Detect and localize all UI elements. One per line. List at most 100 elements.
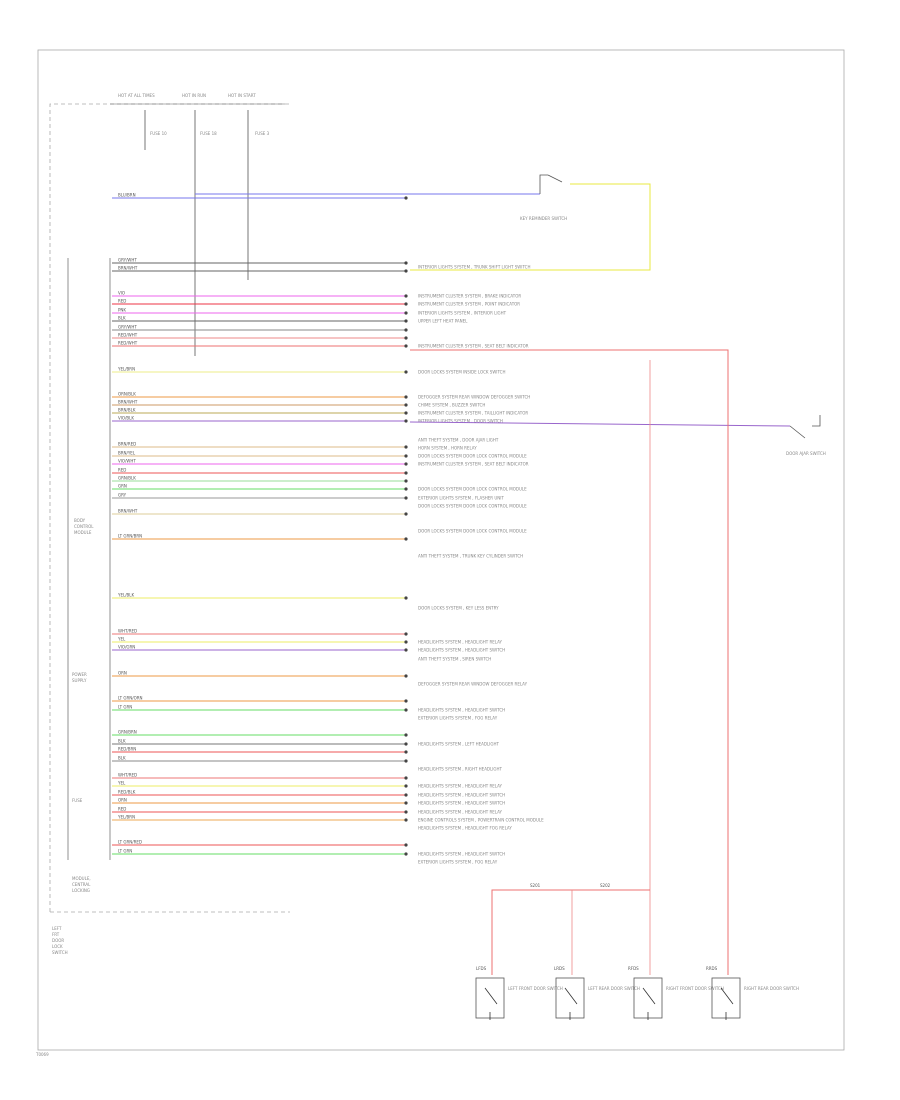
wire-end-24 <box>404 596 408 600</box>
door-ajar-wire <box>409 421 791 427</box>
wire-pin-39: RED <box>118 807 126 812</box>
door-switch-rr-tag: RRDS <box>706 966 718 971</box>
wire-end-30 <box>404 708 408 712</box>
door-ajar-switch-label: DOOR AJAR SWITCH <box>786 451 826 456</box>
wire-end-8 <box>404 336 408 340</box>
left-module-note-2: FRT <box>52 932 60 937</box>
door-switch-lr-tag: LRDS <box>554 966 565 971</box>
wire-pin-34: BLK <box>118 756 126 761</box>
door-switch-lr-icon <box>564 987 578 1020</box>
destination-28: HEADLIGHTS SYSTEM , RIGHT HEADLIGHT <box>418 767 503 772</box>
wire-pin-31: GRN/BRN <box>118 730 137 735</box>
wire-pin-21: GRY <box>118 493 127 498</box>
destination-19: ANTI THEFT SYSTEM , TRUNK KEY CYLINDER S… <box>418 554 523 559</box>
door-switch-lf-tag: LFDS <box>476 966 487 971</box>
door-switch-lr: LRDS LEFT REAR DOOR SWITCH <box>554 966 640 1020</box>
module-dashed-boundary <box>49 103 290 913</box>
wire-end-37 <box>404 793 408 797</box>
wire-pin-12: BRN/WHT <box>118 400 138 405</box>
left-module-note-3: DOOR <box>52 938 64 943</box>
wire-pin-25: WHT/RED <box>118 629 137 634</box>
door-switch-rf-tag: RFDS <box>628 966 639 971</box>
destination-21: HEADLIGHTS SYSTEM , HEADLIGHT RELAY <box>418 640 503 645</box>
wire-end-0 <box>404 196 408 200</box>
wire-pin-3: VIO <box>118 291 125 296</box>
body-module-label-3: MODULE <box>74 530 92 535</box>
wire-pin-23: LT GRN/BRN <box>118 534 142 539</box>
destination-1: INSTRUMENT CLUSTER SYSTEM , BRAKE INDICA… <box>418 294 521 299</box>
destination-30: HEADLIGHTS SYSTEM , HEADLIGHT SWITCH <box>418 793 505 798</box>
destination-31: HEADLIGHTS SYSTEM , HEADLIGHT SWITCH <box>418 801 505 806</box>
wire-pin-40: YEL/BRN <box>117 815 135 820</box>
wire-end-7 <box>404 328 408 332</box>
module-name-2: CENTRAL <box>72 882 91 887</box>
module-name-3: LOCKING <box>72 888 90 893</box>
destination-36: EXTERIOR LIGHTS SYSTEM , FOG RELAY <box>418 860 498 865</box>
body-module-label-2: CONTROL <box>74 524 94 529</box>
destination-24: DEFOGGER SYSTEM REAR WINDOW DEFOGGER REL… <box>418 682 528 687</box>
door-switch-lf: LFDS LEFT FRONT DOOR SWITCH <box>475 966 563 1020</box>
destination-6: DOOR LOCKS SYSTEM INSIDE LOCK SWITCH <box>418 370 505 375</box>
wire-end-2 <box>404 269 408 273</box>
destination-2: INSTRUMENT CLUSTER SYSTEM , POINT INDICA… <box>418 302 520 307</box>
wire-pin-36: YEL <box>117 781 126 786</box>
wire-pin-24: YEL/BLK <box>117 593 135 598</box>
wire-pin-33: RED/BRN <box>118 747 136 752</box>
destination-14: INSTRUMENT CLUSTER SYSTEM , SEAT BELT IN… <box>418 462 529 467</box>
destination-12: HORN SYSTEM , HORN RELAY <box>418 446 477 451</box>
wire-end-40 <box>404 818 408 822</box>
wire-end-9 <box>404 344 408 348</box>
wire-pin-30: LT GRN <box>118 705 132 710</box>
wire-pin-1: GRY/WHT <box>118 258 137 263</box>
door-switch-lr-name: LEFT REAR DOOR SWITCH <box>588 986 640 991</box>
wire-end-29 <box>404 699 408 703</box>
destination-22: HEADLIGHTS SYSTEM , HEADLIGHT SWITCH <box>418 648 505 653</box>
wire-end-19 <box>404 479 408 483</box>
destination-9: INSTRUMENT CLUSTER SYSTEM , TAILLIGHT IN… <box>418 411 528 416</box>
wire-pin-18: RED <box>118 468 126 473</box>
destination-4: UPPER LEFT HEAT PANEL <box>418 319 468 324</box>
red-feed-wire <box>410 349 729 975</box>
fuse-section-label: FUSE <box>72 798 83 803</box>
wire-end-25 <box>404 632 408 636</box>
wire-end-14 <box>404 419 408 423</box>
wire-pin-4: RED <box>118 299 126 304</box>
destination-15: DOOR LOCKS SYSTEM DOOR LOCK CONTROL MODU… <box>418 487 527 492</box>
key-reminder-switch-label: KEY REMINDER SWITCH <box>520 216 567 221</box>
fuse-label-1: FUSE 10 <box>150 131 167 136</box>
wire-pin-22: BRN/WHT <box>118 509 138 514</box>
top-source-1: HOT AT ALL TIMES <box>118 93 155 98</box>
wire-end-6 <box>404 319 408 323</box>
wire-pin-28: ORN <box>118 671 127 676</box>
fuse-label-2: FUSE 18 <box>200 131 217 136</box>
splice-label-1: S201 <box>530 883 541 888</box>
wire-pin-27: VIO/GRN <box>118 645 135 650</box>
destination-3: INTERIOR LIGHTS SYSTEM , INTERIOR LIGHT <box>418 311 507 316</box>
power-supply-label-1: POWER <box>72 672 87 677</box>
wire-end-38 <box>404 801 408 805</box>
wire-pin-42: LT GRN <box>118 849 132 854</box>
wire-end-13 <box>404 411 408 415</box>
destination-23: ANTI THEFT SYSTEM , SIREN SWITCH <box>418 657 491 662</box>
door-switch-rr-name: RIGHT REAR DOOR SWITCH <box>744 986 799 991</box>
destination-34: HEADLIGHTS SYSTEM , HEADLIGHT FOG RELAY <box>418 826 512 831</box>
wire-pin-16: BRN/YEL <box>118 451 136 456</box>
wire-pin-19: GRN/BLK <box>118 476 136 481</box>
wire-pin-29: LT GRN/ORN <box>118 696 143 701</box>
wire-end-35 <box>404 776 408 780</box>
wire-pin-7: GRY/WHT <box>118 325 137 330</box>
wire-pin-26: YEL <box>117 637 126 642</box>
wire-pin-15: BRN/RED <box>118 442 136 447</box>
destination-0: INTERIOR LIGHTS SYSTEM , TRUNK SHIFT LIG… <box>418 265 530 270</box>
destination-18: DOOR LOCKS SYSTEM DOOR LOCK CONTROL MODU… <box>418 529 527 534</box>
key-reminder-yellow-wire <box>410 183 651 271</box>
wire-pin-9: RED/WHT <box>118 341 138 346</box>
destination-layer: INTERIOR LIGHTS SYSTEM , TRUNK SHIFT LIG… <box>418 265 544 865</box>
destination-33: ENGINE CONTROLS SYSTEM , POWERTRAIN CONT… <box>418 818 544 823</box>
wire-end-21 <box>404 496 408 500</box>
footer-code: T0069 <box>35 1052 49 1057</box>
left-module-note-5: SWITCH <box>52 950 68 955</box>
wire-end-39 <box>404 810 408 814</box>
wire-pin-41: LT GRN/RED <box>118 840 142 845</box>
